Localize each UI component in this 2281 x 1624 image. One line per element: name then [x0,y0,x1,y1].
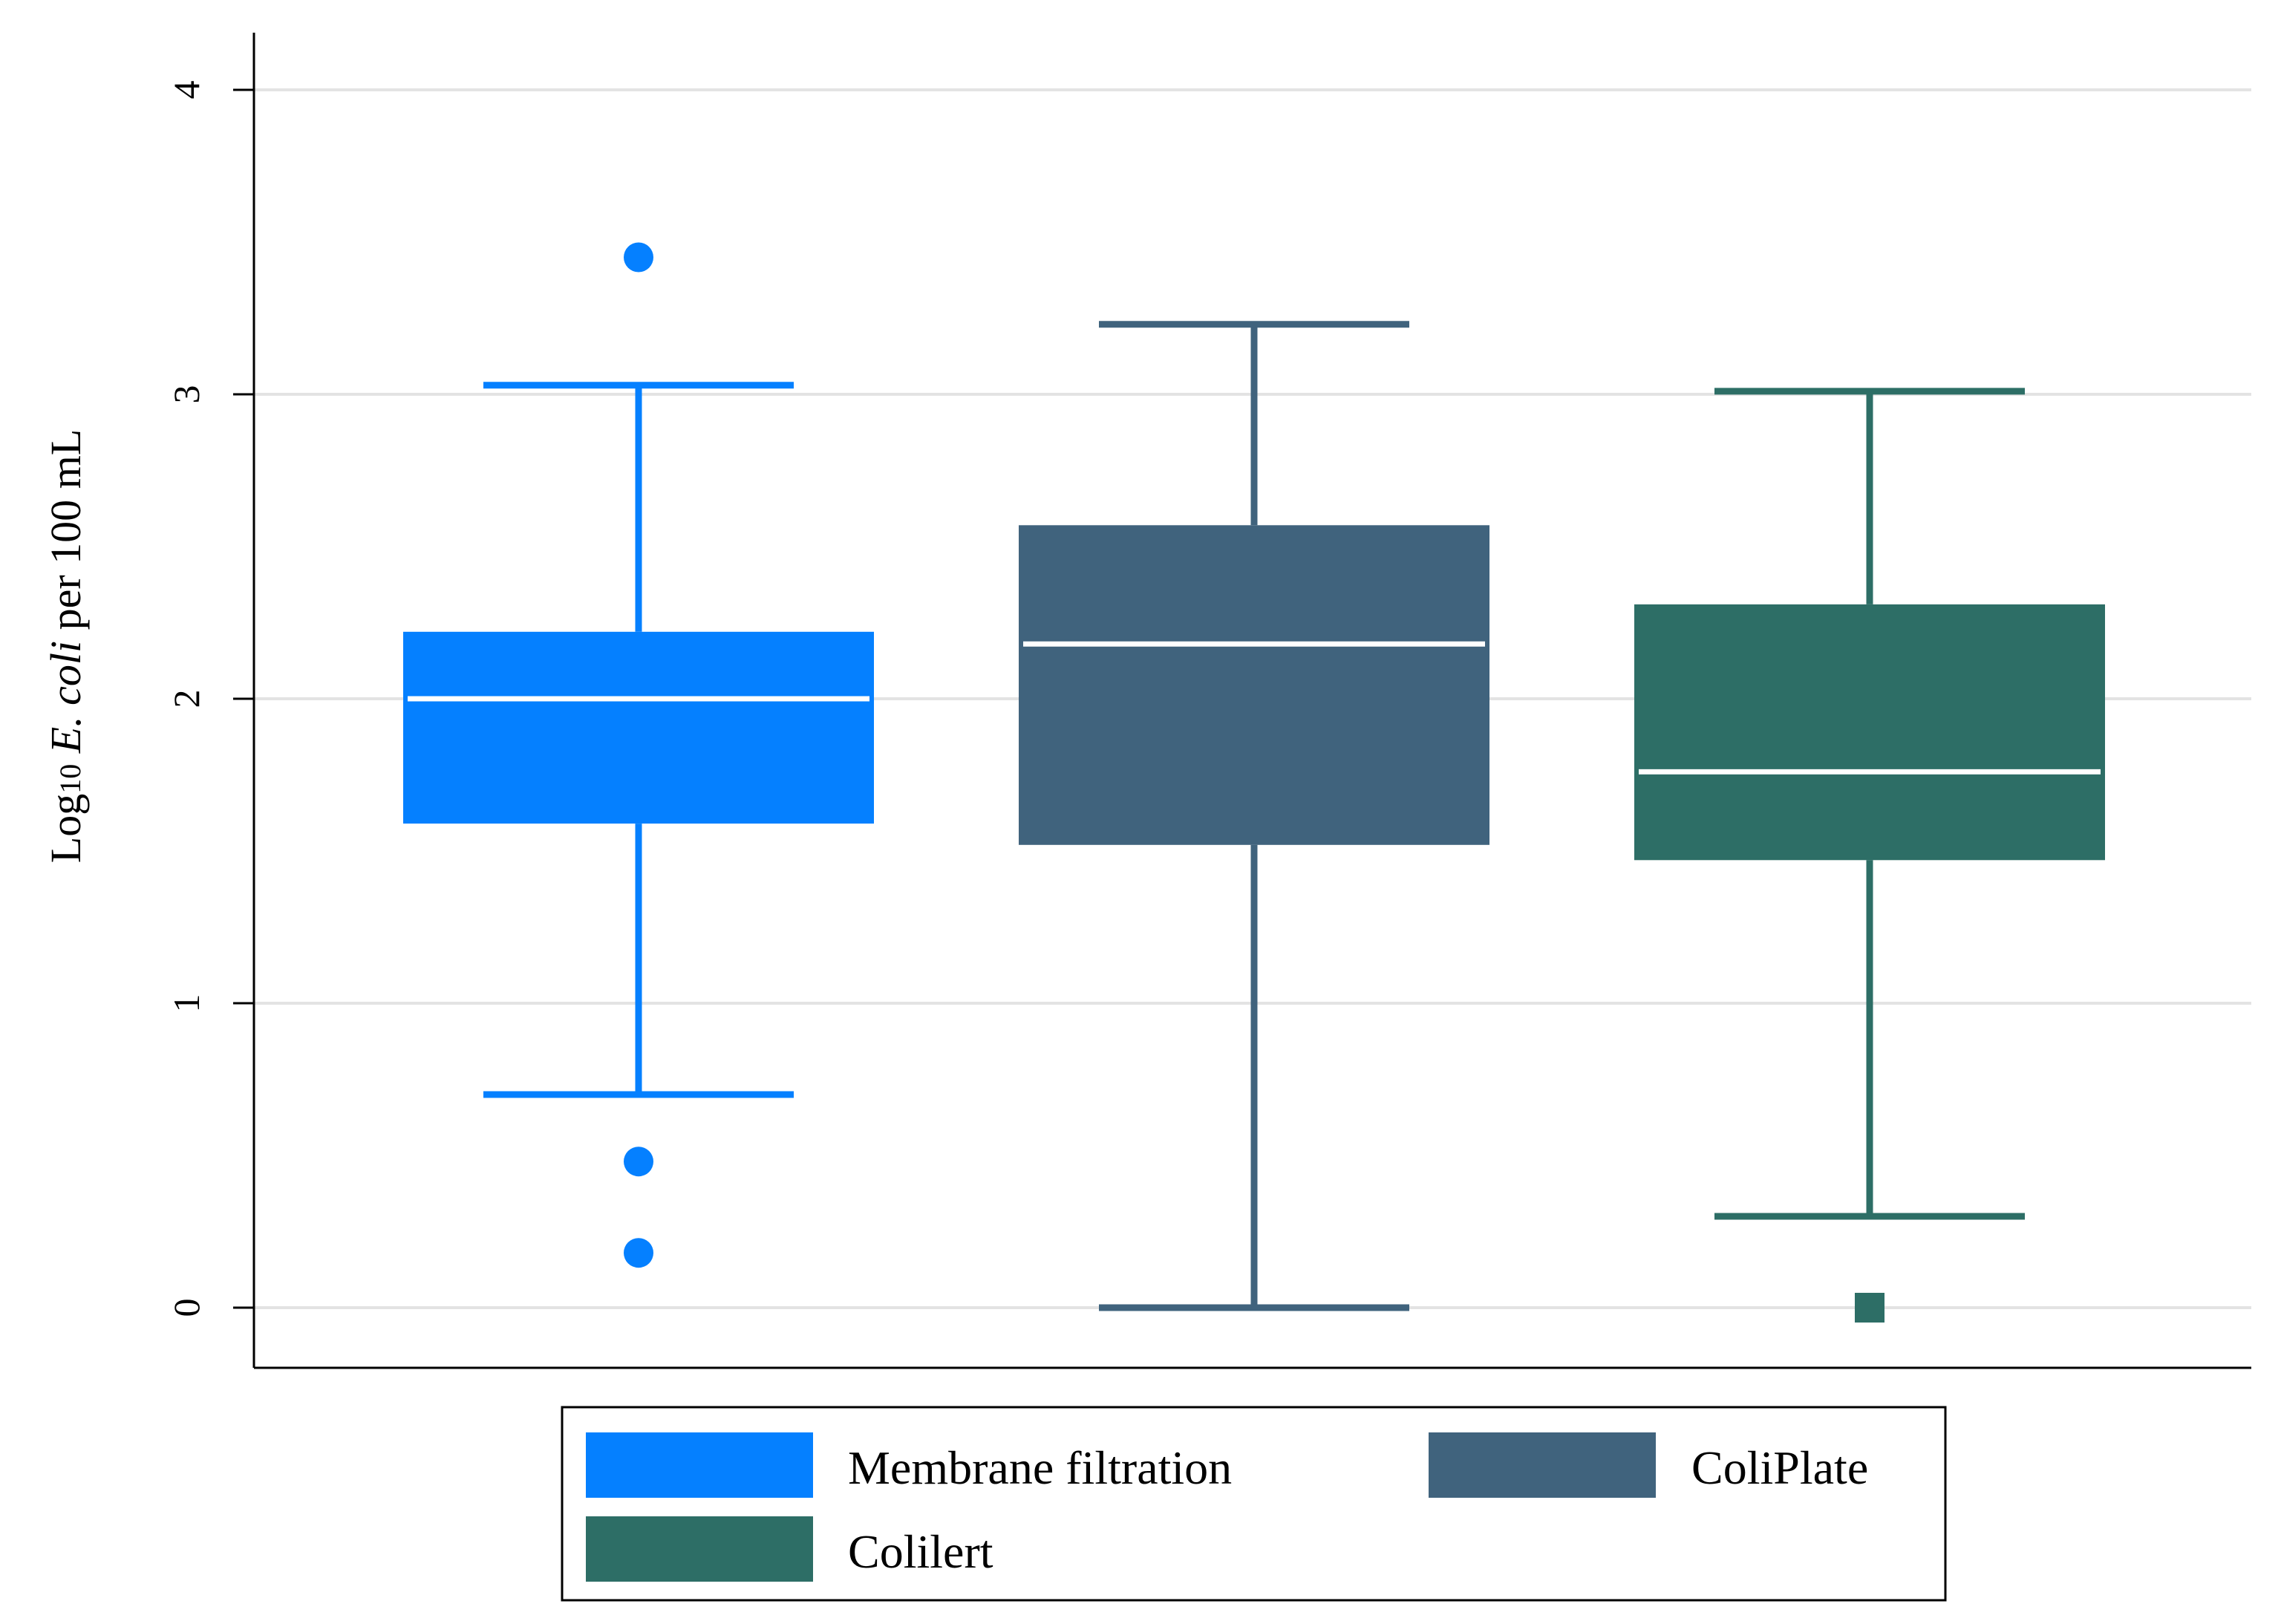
y-ticks: 0 1 2 3 4 [166,81,254,1317]
box-colilert [1634,388,2105,1323]
legend-swatch-coliplate [1429,1432,1656,1498]
y-tick-label-1: 1 [166,994,207,1013]
iqr-box [403,631,874,824]
legend-label-coliplate: ColiPlate [1691,1441,1868,1494]
y-axis-label: Log10 E. coli per 100 mL [42,429,90,863]
y-tick-label-2: 2 [166,690,207,708]
box-coliplate [1019,321,1489,1311]
legend-swatch-colilert [586,1516,813,1582]
outlier-point-2 [624,1238,653,1268]
legend-label-colilert: Colilert [848,1525,993,1578]
y-axis-label-suffix: per 100 mL [42,429,90,641]
iqr-box [1634,604,2105,861]
y-tick-label-0: 0 [166,1299,207,1317]
axes [252,33,2251,1369]
legend-frame [561,1406,1947,1602]
y-tick-label-4: 4 [166,81,207,100]
y-axis-label-prefix: Log [42,794,90,863]
outlier-point-0 [624,242,653,273]
outlier-point-1 [624,1147,653,1177]
box-membrane-filtration [403,242,874,1268]
iqr-box [1019,525,1489,845]
legend-swatch-membrane-filtration [586,1432,813,1498]
y-tick-label-3: 3 [166,385,207,404]
y-axis-label-italic: E. coli [42,641,90,754]
box-series [403,242,2105,1323]
y-axis-label-subscript: 10 [53,764,87,794]
outlier-point-0 [1855,1293,1884,1323]
legend-label-membrane-filtration: Membrane filtration [848,1441,1232,1494]
